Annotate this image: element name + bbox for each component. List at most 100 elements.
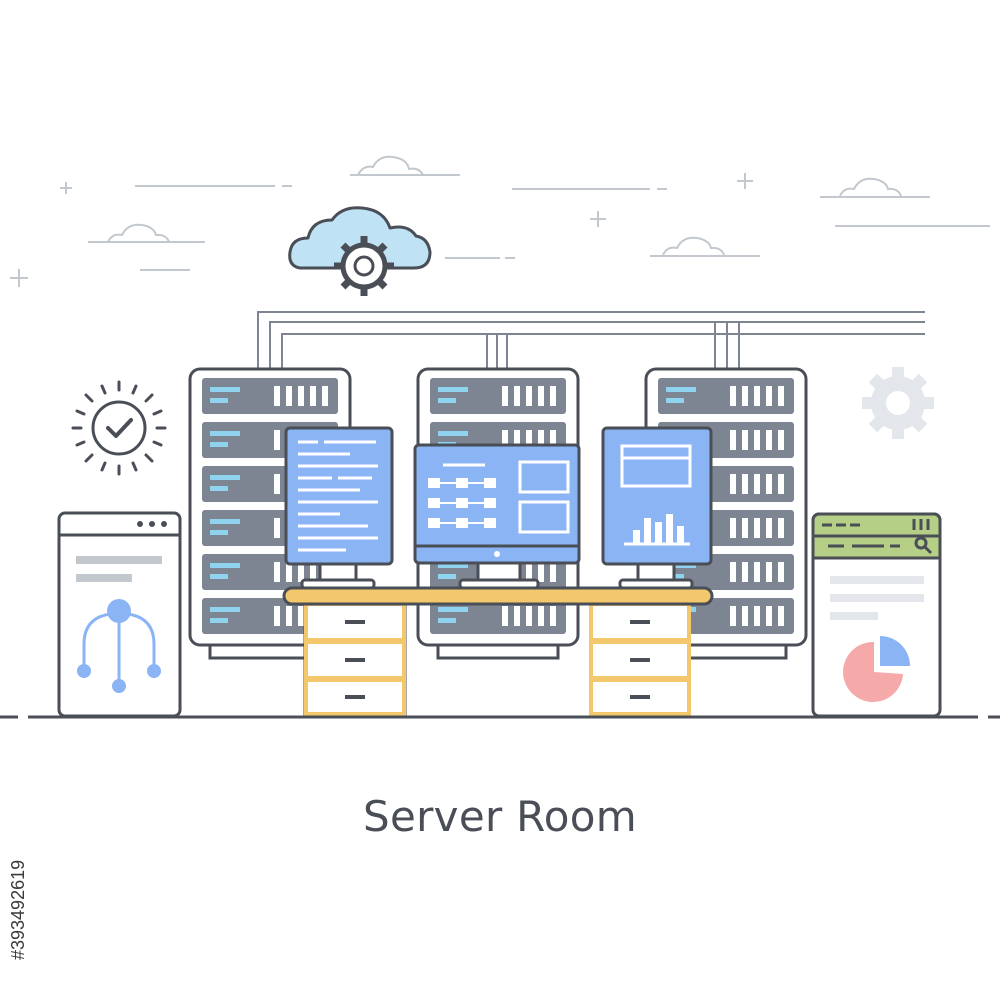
rack-slot (298, 386, 304, 406)
rack-slot (754, 606, 760, 626)
monitor-center-flowchart (413, 443, 581, 590)
rack-slot (754, 518, 760, 538)
rack-slot (286, 562, 292, 582)
rack-slot (766, 562, 772, 582)
rack-slot (742, 562, 748, 582)
rack-unit (430, 378, 566, 414)
rack-slot (274, 386, 280, 406)
rack-slot (778, 518, 784, 538)
background-clouds (88, 155, 930, 257)
search-icon (914, 536, 933, 555)
decorative-lines (10, 173, 990, 287)
rack-slot (298, 606, 304, 626)
rack-slot (514, 386, 520, 406)
rack-slot (322, 386, 328, 406)
rack-slot (778, 386, 784, 406)
rack-slot (742, 606, 748, 626)
rack-slot (550, 430, 556, 450)
rack-slot (274, 430, 280, 450)
rack-slot (778, 606, 784, 626)
rack-slot (274, 518, 280, 538)
rack-slot (730, 474, 736, 494)
rack-slot (754, 386, 760, 406)
rack-slot (766, 518, 772, 538)
rack-led (210, 398, 228, 403)
rack-slot (502, 606, 508, 626)
rack-led (438, 387, 468, 392)
code-lines (298, 440, 378, 552)
rack-led (210, 442, 228, 447)
panel-left-hierarchy (57, 511, 182, 718)
rack-slot (730, 518, 736, 538)
rack-slot (526, 562, 532, 582)
rack-slot (766, 606, 772, 626)
rack-slot (742, 474, 748, 494)
rack-led (438, 618, 456, 623)
rack-slot (754, 562, 760, 582)
drawer-cabinet-left (304, 602, 406, 716)
gear-icon (862, 367, 934, 439)
rack-slot (754, 474, 760, 494)
rack-slot (502, 430, 508, 450)
rack-slot (766, 474, 772, 494)
rack-slot (730, 430, 736, 450)
rack-led (210, 574, 228, 579)
rack-slot (778, 562, 784, 582)
rack-led (210, 486, 228, 491)
rack-slot (730, 386, 736, 406)
rack-slot (502, 386, 508, 406)
rack-slot (550, 562, 556, 582)
rack-slot (514, 430, 520, 450)
rack-slot (754, 430, 760, 450)
rack-led (666, 398, 684, 403)
rack-slot (514, 606, 520, 626)
rack-slot (298, 562, 304, 582)
rack-slot (550, 606, 556, 626)
bar-chart-icon (624, 514, 690, 546)
rack-slot (538, 430, 544, 450)
rack-led (210, 618, 228, 623)
rack-led (438, 607, 468, 612)
rack-slot (310, 562, 316, 582)
panel-right-pie (811, 512, 942, 718)
monitor-left-code (284, 426, 394, 590)
rack-led (438, 398, 456, 403)
rack-slot (730, 562, 736, 582)
rack-slot (538, 562, 544, 582)
rack-slot (526, 386, 532, 406)
rack-slot (730, 606, 736, 626)
rack-led (438, 431, 468, 436)
desk (282, 586, 714, 718)
rack-slot (766, 430, 772, 450)
rack-slot (310, 386, 316, 406)
rack-unit (202, 378, 338, 414)
rack-led (210, 519, 240, 524)
drawer-cabinet-right (589, 602, 691, 716)
flowchart-icon (428, 460, 570, 534)
rack-slot (742, 386, 748, 406)
rack-slot (778, 474, 784, 494)
rack-led (438, 574, 456, 579)
rack-slot (526, 430, 532, 450)
rack-unit (658, 378, 794, 414)
pie-chart-icon (843, 636, 910, 702)
rack-slot (526, 606, 532, 626)
rack-led (438, 563, 468, 568)
rack-slot (538, 386, 544, 406)
rack-slot (742, 430, 748, 450)
rack-led (210, 475, 240, 480)
rack-led (210, 387, 240, 392)
network-cables (257, 311, 925, 370)
rack-slot (538, 606, 544, 626)
hierarchy-network-icon (82, 612, 156, 686)
rack-slot (742, 518, 748, 538)
caption-title: Server Room (363, 792, 637, 841)
rack-slot (778, 430, 784, 450)
desk-top (282, 586, 714, 606)
rack-led (210, 563, 240, 568)
rack-led (210, 431, 240, 436)
rack-slot (766, 386, 772, 406)
rack-slot (286, 386, 292, 406)
rack-slot (274, 562, 280, 582)
